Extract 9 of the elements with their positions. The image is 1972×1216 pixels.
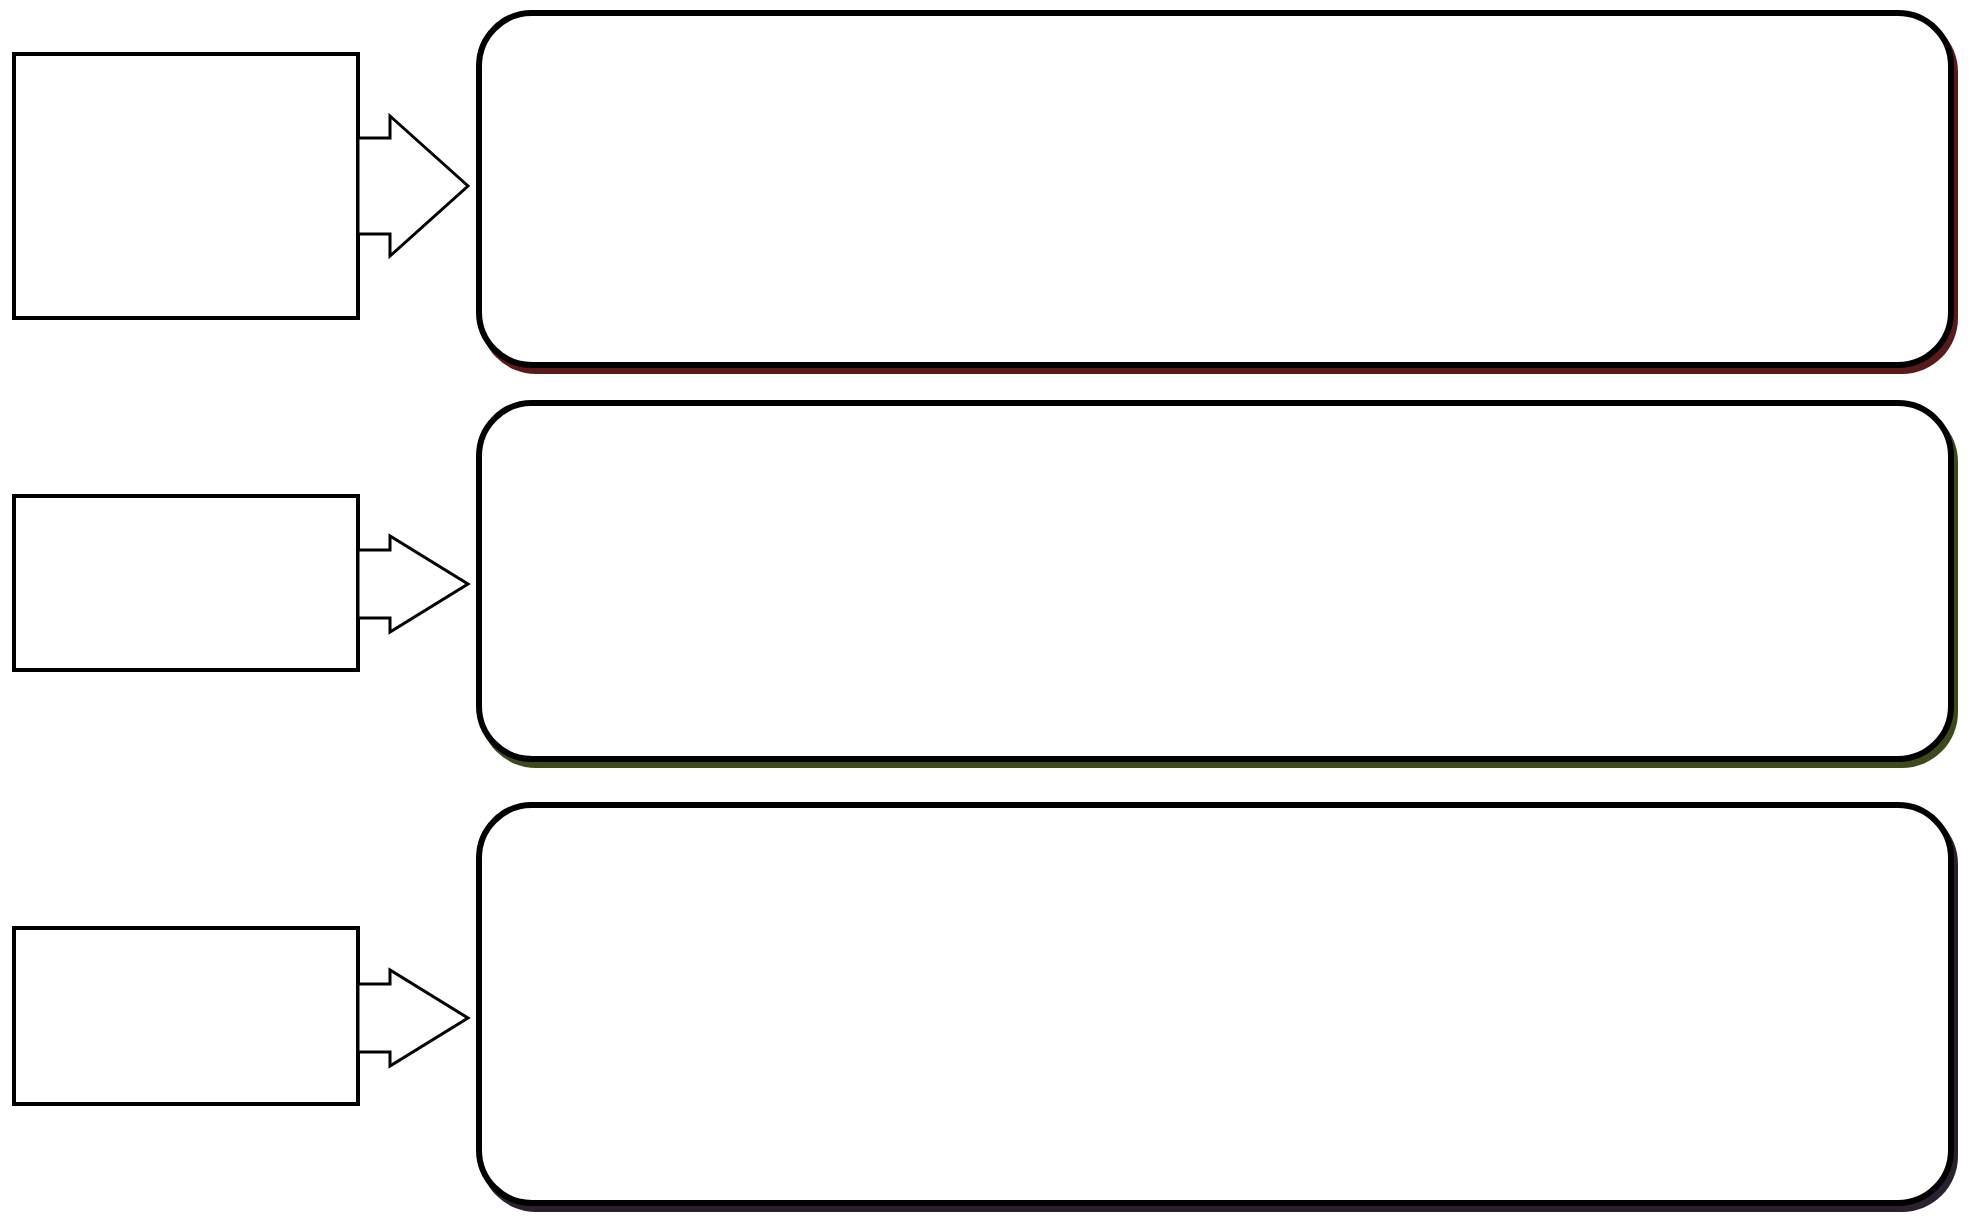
callout-box — [12, 52, 360, 320]
callout-box — [12, 926, 360, 1106]
block-arrow — [356, 967, 471, 1069]
callout-box — [12, 494, 360, 672]
rounded-box — [476, 10, 1954, 368]
rounded-box — [476, 400, 1954, 762]
block-arrow — [356, 112, 471, 260]
rounded-box — [476, 802, 1954, 1206]
block-arrow — [356, 533, 471, 635]
